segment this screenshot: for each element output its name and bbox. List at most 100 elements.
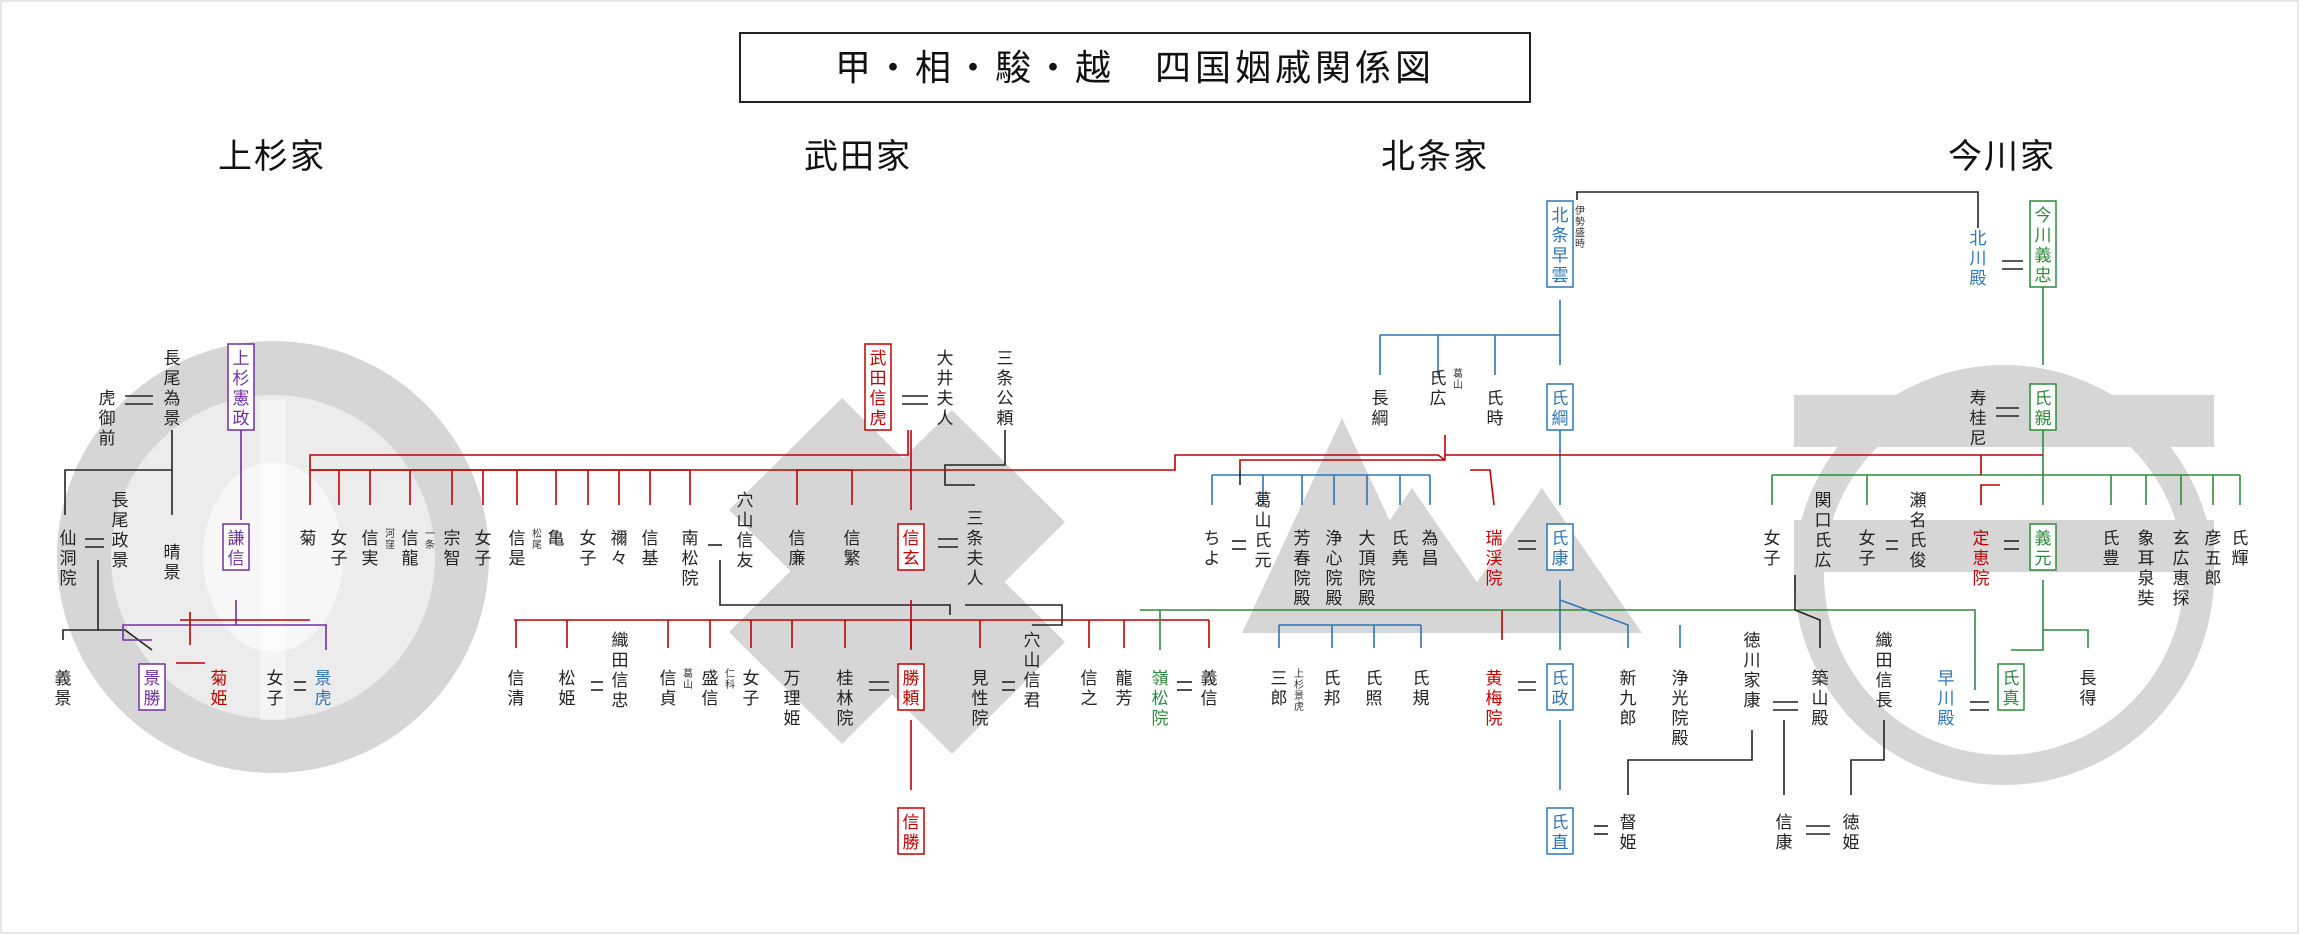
person-char: 照 [1366, 689, 1383, 709]
person-note-char: 盛 [1575, 226, 1585, 239]
person-box [1997, 663, 2025, 711]
person-char: 是 [509, 549, 526, 569]
person-joshi_t4: 女子 [743, 669, 760, 709]
person-char: 性 [972, 689, 989, 709]
person-char: 為 [164, 389, 181, 409]
person-char: 大 [937, 349, 954, 369]
person-char: 氏 [1366, 669, 1383, 689]
person-char: 元 [2035, 549, 2052, 569]
person-nobuyuki: 信之 [1081, 669, 1098, 709]
person-note-char: 一 [425, 529, 435, 540]
person-char: 院 [1326, 569, 1343, 589]
person-char: 憲 [233, 388, 250, 409]
person-char: 浄 [1326, 529, 1343, 549]
person-char: 信 [1024, 671, 1041, 691]
person-note-char: 勢 [1575, 215, 1585, 228]
person-ujiteru: 氏照 [1366, 669, 1383, 709]
person-box [2029, 200, 2057, 288]
person-kenshoin: 見性院 [972, 669, 989, 729]
person-char: 院 [1973, 569, 1990, 589]
person-char: 三 [997, 349, 1014, 369]
person-char: 殿 [1294, 589, 1311, 609]
person-char: 信 [1081, 669, 1098, 689]
person-char: 子 [267, 689, 284, 709]
person-char: 光 [1672, 689, 1689, 709]
person-note-char: 科 [725, 678, 735, 691]
person-char: 氏 [1255, 531, 1272, 551]
person-jokeiin: 定恵院 [1973, 529, 1990, 589]
person-char: 親 [2035, 409, 2052, 429]
person-char: 女 [331, 529, 348, 549]
person-char: 子 [331, 549, 348, 569]
person-char: 条 [967, 529, 984, 549]
person-char: 昌 [1422, 549, 1439, 569]
kinship-line [64, 469, 120, 515]
person-char: 信 [642, 529, 659, 549]
kinship-line [1140, 609, 1976, 690]
person-hayakawa: 早川殿 [1938, 669, 1955, 729]
person-note-char: 河 [385, 528, 395, 540]
person-char: 姫 [559, 689, 576, 709]
person-tamemasa: 為昌 [1422, 529, 1439, 569]
person-nobukiyo: 信清 [508, 669, 525, 709]
person-note-char: 条 [425, 538, 435, 551]
person-char: 徳 [1744, 631, 1761, 651]
person-box [2029, 383, 2057, 431]
person-joshi_t2: 女子 [475, 529, 492, 569]
person-char: 氏 [1413, 669, 1430, 689]
person-char: 康 [1776, 833, 1793, 853]
person-char: 尾 [164, 369, 181, 389]
person-char: 広 [1815, 551, 1832, 571]
person-ujiyasu: 氏康 [1546, 523, 1574, 571]
relation-lines [62, 191, 2241, 835]
chart-title: 甲・相・駿・越 四国姻戚関係図 [835, 48, 1435, 89]
person-char: 虎 [315, 689, 332, 709]
person-char: 前 [99, 429, 116, 449]
person-char: 院 [682, 569, 699, 589]
person-char: 忠 [2035, 266, 2052, 286]
person-char: 信 [870, 389, 887, 409]
person-char: 子 [1859, 549, 1876, 569]
person-char: 北 [1552, 206, 1569, 226]
person-char: 長 [1876, 691, 1893, 711]
person-char: 氏 [2035, 389, 2052, 409]
person-kenshin: 謙信 [222, 523, 250, 571]
person-char: 武 [870, 349, 887, 369]
person-char: 輝 [2232, 549, 2249, 569]
person-char: 院 [837, 709, 854, 729]
person-char: 子 [580, 549, 597, 569]
person-char: 氏 [1910, 531, 1927, 551]
person-char: 景 [55, 689, 72, 709]
person-yoshikage: 義景 [55, 669, 72, 709]
person-char: 三 [967, 509, 984, 529]
person-char: 謙 [228, 529, 245, 549]
person-char: 松 [1152, 689, 1169, 709]
person-char: 邦 [1324, 689, 1341, 709]
person-char: 綱 [1552, 409, 1569, 429]
person-char: 長 [2080, 669, 2097, 689]
person-box [1546, 383, 1574, 431]
person-char: 人 [967, 569, 984, 589]
person-char: 殿 [1326, 589, 1343, 609]
person-char: 穴 [737, 491, 754, 511]
person-char: 女 [475, 529, 492, 549]
person-char: 女 [1859, 529, 1876, 549]
person-note-char: 上 [1294, 668, 1304, 680]
person-char: 繁 [844, 549, 861, 569]
person-char: 頼 [903, 689, 920, 709]
person-char: 奘 [2138, 589, 2155, 609]
person-char: 院 [1359, 569, 1376, 589]
kinship-line [2011, 580, 2044, 651]
person-char: 忠 [612, 691, 629, 711]
person-char: 梅 [1486, 689, 1503, 709]
person-note-char: 杉 [1294, 678, 1304, 691]
person-char: 君 [1024, 691, 1041, 711]
person-char: 織 [612, 631, 629, 651]
kinship-line [1794, 575, 1821, 648]
person-char: 松 [559, 669, 576, 689]
